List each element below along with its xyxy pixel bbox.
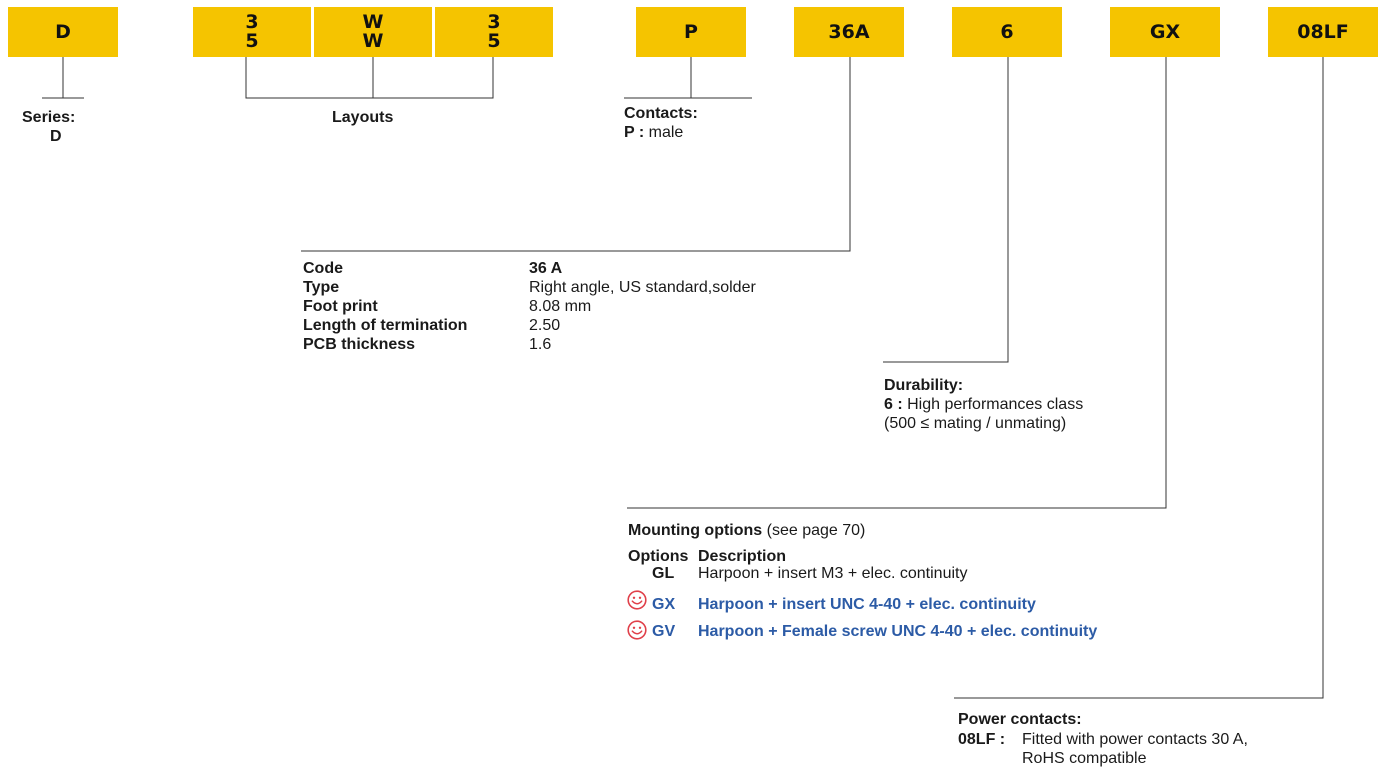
- series-connector: [42, 57, 84, 99]
- contacts-box: P: [636, 7, 746, 57]
- contacts-code: P :: [624, 124, 645, 141]
- termination-label: Length of termination: [303, 317, 468, 334]
- termination-connector: [301, 57, 851, 252]
- power-desc-line2: RoHS compatible: [1022, 750, 1147, 767]
- series-heading: Series:: [22, 109, 76, 126]
- power-heading: Power contacts:: [958, 711, 1082, 728]
- mounting-page-ref: (see page 70): [766, 522, 866, 539]
- contacts-line: P : male: [624, 123, 683, 142]
- termination-label: Code: [303, 260, 343, 277]
- contacts-desc: male: [648, 124, 684, 141]
- power-connector: [954, 57, 1324, 699]
- durability-note: (500 ≤ mating / unmating): [884, 415, 1067, 432]
- termination-value: 1.6: [529, 336, 552, 353]
- power-code: 08LF :: [958, 731, 1006, 748]
- smiley-icon: [627, 590, 647, 610]
- durability-heading: Durability:: [884, 377, 964, 394]
- termination-value: 2.50: [529, 317, 561, 334]
- mounting-title: Mounting options (see page 70): [628, 521, 865, 540]
- contacts-connector: [624, 57, 752, 99]
- termination-label: PCB thickness: [303, 336, 416, 353]
- smiley-icon: [627, 620, 647, 640]
- power-box: 08LF: [1268, 7, 1378, 57]
- series-box: D: [8, 7, 118, 57]
- mounting-option-desc: Harpoon + insert M3 + elec. continuity: [698, 565, 968, 582]
- mounting-option-desc: Harpoon + Female screw UNC 4-40 + elec. …: [698, 623, 1098, 640]
- termination-box: 36A: [794, 7, 904, 57]
- durability-line: 6 : High performances class: [884, 395, 1083, 414]
- mounting-heading: Mounting options: [628, 522, 763, 539]
- mounting-box: GX: [1110, 7, 1220, 57]
- termination-label: Foot print: [303, 298, 378, 315]
- mounting-option-code: GL: [652, 565, 675, 582]
- mounting-option-code: GV: [652, 623, 676, 640]
- mounting-option-desc: Harpoon + insert UNC 4-40 + elec. contin…: [698, 596, 1036, 613]
- contacts-heading: Contacts:: [624, 105, 698, 122]
- mounting-option-code: GX: [652, 596, 676, 613]
- durability-box: 6: [952, 7, 1062, 57]
- termination-value: Right angle, US standard,solder: [529, 279, 756, 296]
- mounting-col-description: Description: [698, 548, 787, 565]
- durability-code: 6 :: [884, 396, 903, 413]
- layouts-heading: Layouts: [332, 109, 394, 126]
- durability-desc: High performances class: [907, 396, 1084, 413]
- durability-connector: [883, 57, 1009, 363]
- power-desc-line1: Fitted with power contacts 30 A,: [1022, 731, 1248, 748]
- mounting-col-options: Options: [628, 548, 689, 565]
- termination-value: 36 A: [529, 260, 563, 277]
- mounting-connector: [627, 57, 1167, 509]
- layouts-connector: [245, 57, 494, 99]
- termination-label: Type: [303, 279, 340, 296]
- series-value: D: [50, 128, 62, 145]
- termination-value: 8.08 mm: [529, 298, 592, 315]
